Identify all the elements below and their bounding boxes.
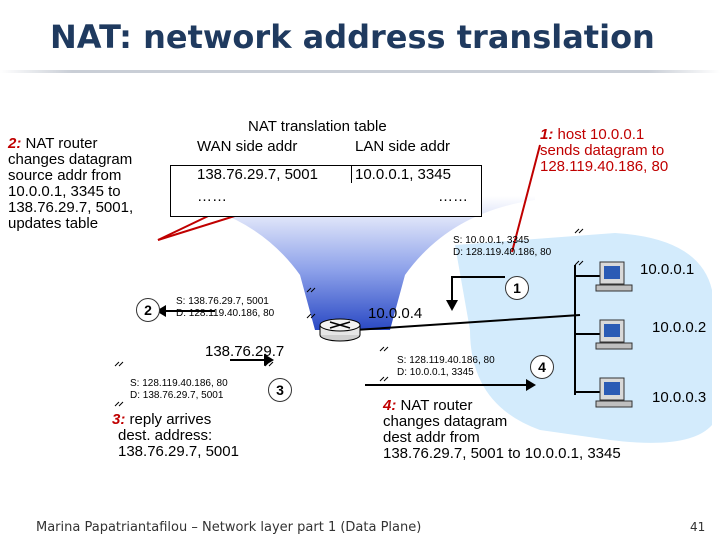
- step4-line1: NAT router: [396, 397, 473, 414]
- step4-line3: dest addr from: [383, 429, 480, 446]
- packet3-src: S: 128.119.40.186, 80: [130, 378, 228, 389]
- computer-icon: [595, 377, 633, 408]
- packet3-label: S: 128.119.40.186, 80 D: 138.76.29.7, 50…: [130, 378, 228, 402]
- step3-number: 3:: [112, 411, 126, 428]
- step3-line3: 138.76.29.7, 5001: [118, 443, 239, 460]
- packet4-src: S: 128.119.40.186, 80: [397, 355, 495, 366]
- nat-table-wan-more: ……: [197, 188, 227, 205]
- step1-note: 1: host 10.0.0.1 sends datagram to 128.1…: [540, 127, 668, 175]
- step2-line6: updates table: [8, 215, 99, 232]
- step1-line1: host 10.0.0.1: [553, 126, 645, 143]
- internet-funnel: [170, 196, 535, 330]
- step4-line2: changes datagram: [383, 413, 508, 430]
- step2-note: 2: NAT router changes datagram source ad…: [8, 136, 133, 232]
- arrow-step3-head: [264, 354, 274, 366]
- nat-table-lan-more: ……: [438, 188, 468, 205]
- step3-line1: reply arrives: [125, 411, 212, 428]
- router-icon: [319, 318, 361, 342]
- packet1-dst: D: 128.119.40.186, 80: [453, 247, 552, 258]
- step2-badge: 2: [136, 298, 160, 322]
- step3-badge: 3: [268, 378, 292, 402]
- computer-icon: [595, 319, 633, 350]
- step1-badge: 1: [505, 276, 529, 300]
- nat-table-lan-value: 10.0.0.1, 3345: [355, 166, 451, 183]
- router-lan-address: 10.0.0.4: [368, 305, 423, 322]
- pointer-line-step1: [511, 144, 541, 253]
- step3-line2: dest. address:: [118, 427, 213, 444]
- nat-table-divider: [351, 165, 352, 183]
- host3-address: 10.0.0.3: [652, 389, 707, 406]
- packet2-label: S: 138.76.29.7, 5001 D: 128.119.40.186, …: [176, 296, 274, 320]
- packet-marker: [306, 287, 316, 319]
- host2-address: 10.0.0.2: [652, 319, 707, 336]
- nat-table-title: NAT translation table: [248, 118, 387, 135]
- title-divider: [0, 70, 720, 73]
- step1-number: 1:: [540, 126, 554, 143]
- step4-line4: 138.76.29.7, 5001 to 10.0.0.1, 3345: [383, 445, 621, 462]
- packet2-src: S: 138.76.29.7, 5001: [176, 296, 269, 307]
- packet1-label: S: 10.0.0.1, 3345 D: 128.119.40.186, 80: [453, 235, 551, 259]
- step1-line2: sends datagram to: [540, 142, 665, 159]
- step4-badge: 4: [530, 355, 554, 379]
- step2-line4: 10.0.0.1, 3345 to: [8, 183, 121, 200]
- step2-line1: NAT router: [21, 135, 98, 152]
- packet4-dst: D: 10.0.0.1, 3345: [397, 367, 474, 378]
- nat-table-body: [170, 165, 482, 217]
- page-title: NAT: network address translation: [50, 18, 655, 56]
- step1-line3: 128.119.40.186, 80: [540, 158, 669, 175]
- router-to-lan-link: [354, 314, 581, 331]
- step3-note: 3: reply arrives dest. address: 138.76.2…: [112, 412, 239, 460]
- arrow-step2-head: [156, 305, 166, 317]
- step2-line3: source addr from: [8, 167, 122, 184]
- packet-marker: [114, 361, 274, 407]
- nat-table-lan-header: LAN side addr: [355, 138, 451, 155]
- page-number: 41: [690, 520, 706, 534]
- arrow-step4-head: [526, 379, 536, 391]
- computer-icon: [595, 261, 633, 292]
- step4-note: 4: NAT router changes datagram dest addr…: [383, 398, 621, 462]
- packet-marker: [379, 346, 389, 382]
- packet2-dst: D: 128.119.40.186, 80: [176, 308, 275, 319]
- nat-table-wan-value: 138.76.29.7, 5001: [197, 166, 318, 183]
- step2-line5: 138.76.29.7, 5001,: [8, 199, 134, 216]
- host1-address: 10.0.0.1: [640, 261, 695, 278]
- step4-number: 4:: [383, 397, 397, 414]
- packet4-label: S: 128.119.40.186, 80 D: 10.0.0.1, 3345: [397, 355, 495, 379]
- packet-marker: [574, 228, 584, 266]
- step2-number: 2:: [8, 135, 22, 152]
- packet3-dst: D: 138.76.29.7, 5001: [130, 390, 224, 401]
- packet1-src: S: 10.0.0.1, 3345: [453, 235, 530, 246]
- step2-line2: changes datagram: [8, 151, 133, 168]
- nat-table-wan-header: WAN side addr: [197, 138, 298, 155]
- arrow-step1-head: [446, 300, 458, 311]
- footer-author: Marina Papatriantafilou – Network layer …: [36, 520, 422, 535]
- arrow-step1: [451, 276, 505, 303]
- router-wan-address: 138.76.29.7: [205, 343, 285, 360]
